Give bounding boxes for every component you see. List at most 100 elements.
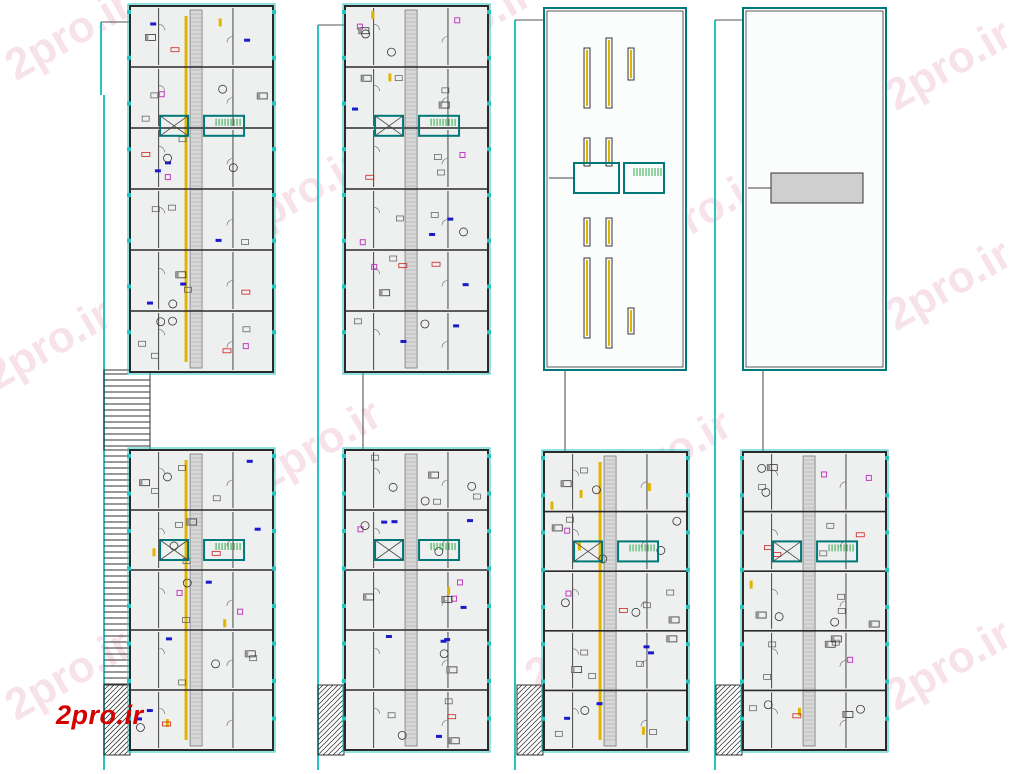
appliance (564, 716, 571, 720)
appliance (205, 580, 212, 584)
stair-hood (623, 162, 665, 194)
parapet (745, 10, 884, 368)
table-round (397, 730, 407, 740)
elevator-cross (159, 115, 189, 137)
furniture (837, 593, 846, 600)
table-round (360, 521, 370, 531)
hatch-line (516, 728, 544, 756)
column-marker (342, 491, 346, 496)
table-round (434, 547, 444, 556)
door-swing (226, 599, 233, 607)
appliance (180, 282, 187, 286)
corridor (802, 455, 816, 747)
fixture (847, 656, 854, 663)
door-swing (373, 146, 380, 153)
pillow (669, 616, 673, 623)
column-marker (686, 605, 690, 609)
furniture (666, 589, 675, 596)
column-marker (272, 284, 276, 289)
table-round (168, 316, 177, 326)
column-marker (342, 604, 346, 608)
appliance (467, 519, 474, 523)
skylight (605, 217, 613, 247)
kitchen-counter (222, 348, 232, 354)
skylight (583, 47, 591, 109)
hatch-line (715, 713, 743, 741)
hatch-line (715, 684, 737, 706)
column-marker (342, 529, 346, 533)
furniture (580, 649, 589, 656)
hatch-line (317, 684, 334, 701)
door-swing (839, 481, 846, 488)
table-round (388, 482, 398, 492)
furniture (826, 522, 835, 529)
furniture (151, 352, 159, 359)
stair-core (203, 539, 246, 561)
hatch-line (317, 688, 345, 716)
hatch-line (516, 718, 544, 746)
door-swing (373, 207, 380, 214)
pillow (245, 650, 249, 657)
door-swing (839, 660, 846, 667)
column-marker (342, 147, 346, 152)
column-marker (487, 147, 491, 152)
hatch-line (103, 684, 130, 711)
furniture (434, 154, 442, 160)
plan-border (541, 449, 690, 753)
pillow (175, 271, 179, 278)
appliance (215, 238, 222, 242)
table-round (228, 163, 238, 173)
column-marker (272, 641, 276, 646)
hatch-line (103, 684, 110, 691)
hatch-line (730, 743, 743, 756)
door-swing (158, 146, 165, 153)
hatch-line (516, 693, 544, 721)
column-marker (487, 284, 491, 289)
column-marker (686, 530, 690, 535)
hatch-line (103, 718, 131, 746)
table-round (560, 598, 570, 608)
door-swing (158, 24, 165, 31)
hatch-line (317, 684, 324, 691)
door-swing (640, 600, 647, 608)
door-swing (373, 707, 380, 715)
kitchen-counter (241, 289, 251, 295)
pillow (825, 641, 829, 648)
furniture (396, 215, 404, 222)
ground-floor-plan-a (127, 447, 276, 753)
corridor (189, 453, 203, 747)
column-marker (272, 193, 276, 197)
column-marker (686, 456, 690, 460)
column-marker (342, 679, 346, 683)
hatch-line (715, 698, 743, 726)
column-marker (272, 147, 276, 152)
column-marker (686, 679, 690, 684)
column-marker (272, 529, 276, 533)
hatch-line (725, 738, 743, 756)
skylight (605, 137, 613, 167)
hatch-line (715, 684, 732, 701)
table-round (757, 463, 767, 473)
table-round (439, 649, 449, 659)
pillow (442, 596, 446, 603)
column-marker (541, 679, 545, 684)
door-swing (572, 648, 579, 655)
wardrobe (223, 619, 227, 628)
fixture (565, 590, 572, 597)
elevator-core (159, 539, 190, 561)
furniture (178, 465, 186, 472)
appliance (165, 637, 172, 641)
fixture (450, 595, 457, 602)
hatch-line (715, 718, 743, 746)
door-swing (373, 329, 380, 336)
column-marker (740, 530, 744, 535)
table-round (387, 47, 396, 57)
column-marker (740, 605, 744, 609)
furniture (151, 206, 160, 213)
hatched-wall (715, 684, 743, 756)
hatch-outline (516, 684, 544, 756)
corridor (404, 453, 418, 747)
hatch-line (715, 693, 743, 721)
column-marker (541, 567, 545, 572)
column-marker (885, 530, 889, 535)
